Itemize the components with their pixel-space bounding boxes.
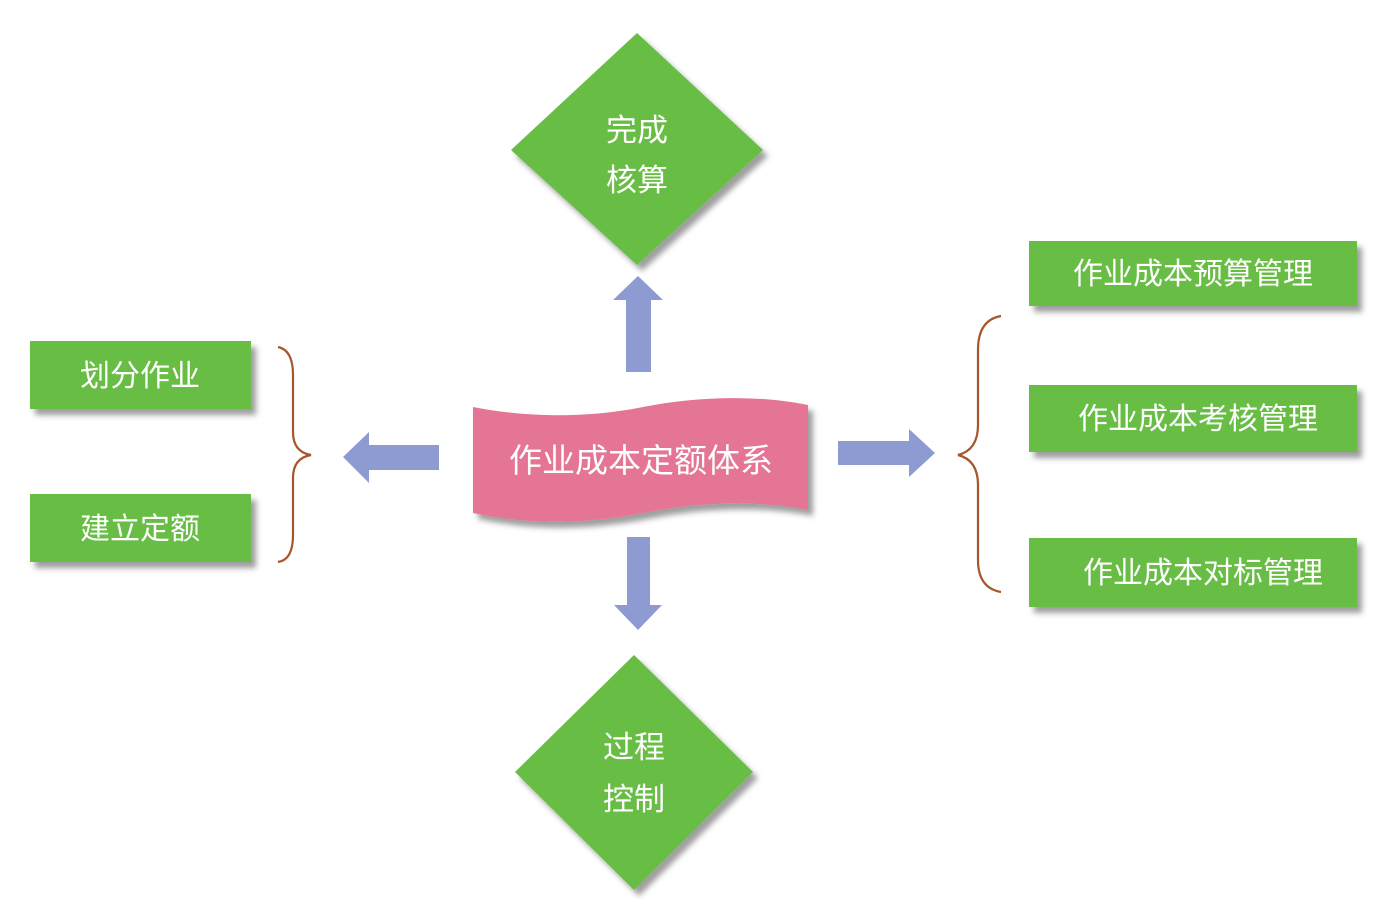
left-item-1: 划分作业: [30, 341, 251, 409]
left-item-2-label: 建立定额: [80, 512, 200, 547]
bottom-node-line1: 过程: [603, 730, 665, 766]
bottom-node: 过程 控制: [515, 655, 753, 890]
arrow-right: [838, 429, 935, 477]
center-banner: [473, 398, 808, 522]
left-brace: [277, 345, 312, 564]
right-item-2-box: [1029, 385, 1357, 452]
right-item-3-box: [1029, 538, 1357, 607]
top-node-line2: 核算: [606, 163, 668, 199]
bottom-diamond: [515, 655, 753, 890]
left-item-1-box: [30, 341, 251, 409]
arrow-up: [613, 276, 663, 372]
right-item-3-label: 作业成本对标管理: [1083, 556, 1323, 591]
arrow-down: [614, 537, 662, 630]
left-item-1-label: 划分作业: [80, 359, 200, 394]
right-item-1-label: 作业成本预算管理: [1073, 257, 1313, 292]
center-node: 作业成本定额体系: [473, 398, 808, 522]
left-item-2-box: [30, 494, 251, 562]
right-item-1: 作业成本预算管理: [1029, 241, 1357, 306]
arrow-left: [343, 432, 439, 483]
top-node: 完成 核算: [511, 33, 763, 265]
right-item-2: 作业成本考核管理: [1029, 385, 1357, 452]
right-brace: [957, 314, 1002, 594]
top-diamond: [511, 33, 763, 265]
center-label: 作业成本定额体系: [509, 441, 773, 480]
right-item-2-label: 作业成本考核管理: [1078, 402, 1318, 437]
left-item-2: 建立定额: [30, 494, 251, 562]
top-node-line1: 完成: [606, 113, 668, 149]
right-item-1-box: [1029, 241, 1357, 306]
right-item-3: 作业成本对标管理: [1029, 538, 1357, 607]
bottom-node-line2: 控制: [603, 782, 665, 818]
